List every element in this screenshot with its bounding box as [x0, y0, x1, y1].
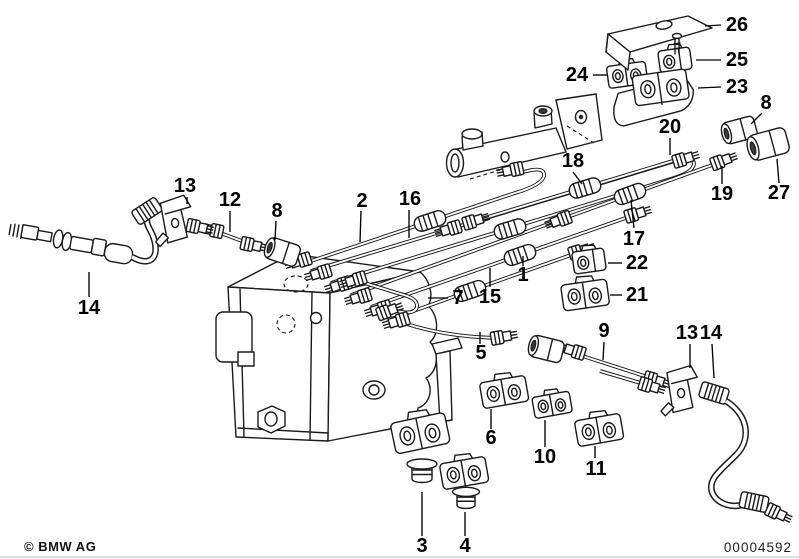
- callout-label-7: 7: [452, 287, 463, 309]
- callout-label-4: 4: [459, 535, 471, 557]
- callout-label-21: 21: [626, 284, 648, 306]
- callout-label-10: 10: [534, 446, 556, 468]
- bracket-26: [606, 16, 712, 70]
- clamp-11: [572, 406, 625, 448]
- callout-leader-2: [360, 211, 361, 242]
- callout-label-23: 23: [726, 76, 748, 98]
- callout-label-3: 3: [416, 535, 427, 557]
- clamp-4: [437, 449, 490, 510]
- bleed-screw: [258, 406, 285, 433]
- coupling-8-bottom: [525, 333, 566, 365]
- clamp-6: [477, 368, 530, 410]
- plate-number: 00004592: [723, 540, 792, 555]
- callout-label-16: 16: [399, 188, 421, 210]
- coupling-8-left: [261, 235, 303, 269]
- callout-label-1: 1: [517, 264, 528, 286]
- clamp-21: [559, 272, 611, 312]
- callout-label-8: 8: [271, 200, 282, 222]
- screw-26: [673, 34, 682, 39]
- callout-label-14: 14: [78, 297, 101, 319]
- clamp-3: [387, 338, 462, 484]
- copyright-text: © BMW AG: [24, 539, 97, 554]
- callout-label-26: 26: [726, 14, 748, 36]
- callout-label-6: 6: [485, 427, 496, 449]
- clamp-23: [609, 68, 697, 127]
- brake-hose-left: [8, 194, 215, 265]
- abs-hydraulic-unit: [216, 254, 437, 441]
- callout-label-5: 5: [475, 342, 486, 364]
- callout-label-18: 18: [562, 150, 584, 172]
- callout-leader-23: [698, 87, 721, 88]
- clamps: [387, 16, 712, 510]
- callout-label-14: 14: [700, 322, 723, 344]
- callout-label-12: 12: [219, 189, 241, 211]
- callout-label-8: 8: [760, 92, 771, 114]
- callout-leader-8: [751, 113, 762, 124]
- callout-label-27: 27: [768, 182, 790, 204]
- callout-label-20: 20: [659, 116, 681, 138]
- brake-hose-right: [657, 364, 795, 526]
- callout-label-24: 24: [566, 64, 589, 86]
- callout-label-11: 11: [585, 458, 606, 480]
- callout-leader-17: [631, 200, 634, 228]
- callout-leader-18: [573, 172, 582, 184]
- callout-label-25: 25: [726, 49, 748, 71]
- bottom-edge-line: [0, 556, 799, 558]
- clamp-10: [530, 385, 574, 420]
- callout-label-9: 9: [598, 320, 609, 342]
- callout-label-22: 22: [626, 252, 648, 274]
- callout-label-19: 19: [711, 183, 733, 205]
- callout-label-2: 2: [356, 190, 367, 212]
- callout-leader-8: [275, 221, 276, 240]
- callout-leader-26: [705, 25, 721, 26]
- callout-leader-27: [777, 159, 779, 183]
- master-cylinder: [447, 94, 603, 179]
- abs-connector: [216, 312, 252, 362]
- dashed-port-mark: [284, 276, 308, 292]
- callout-label-17: 17: [623, 228, 645, 250]
- callout-label-15: 15: [479, 286, 501, 308]
- callout-leader-14: [712, 344, 714, 378]
- callout-label-13: 13: [174, 175, 196, 197]
- callout-label-13: 13: [676, 322, 698, 344]
- callout-leader-9: [603, 342, 604, 360]
